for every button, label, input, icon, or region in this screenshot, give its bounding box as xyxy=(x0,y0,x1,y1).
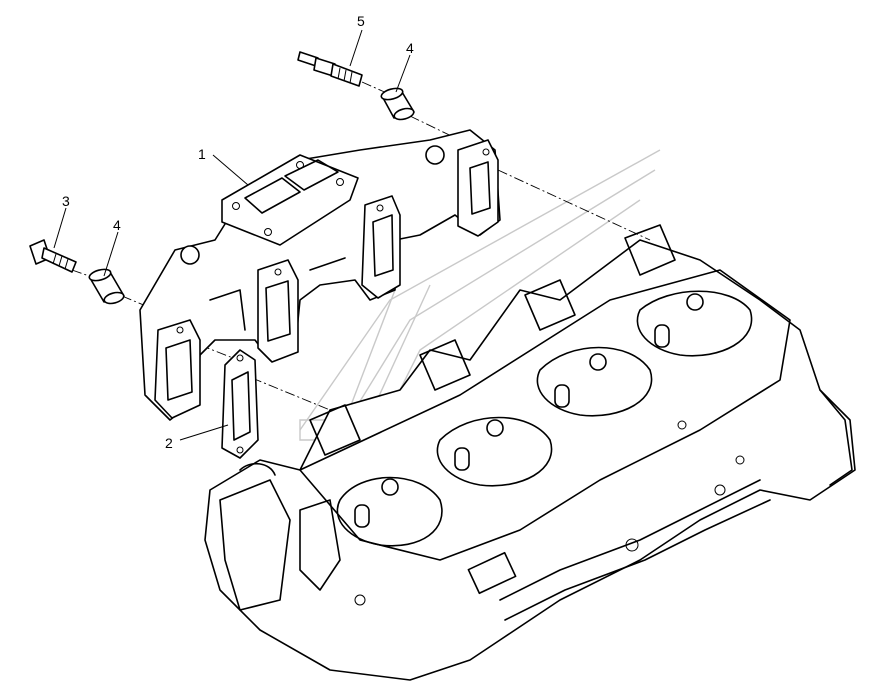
exhaust-manifold xyxy=(139,129,501,421)
cylinder-head xyxy=(204,224,856,681)
callout-4-upper: 4 xyxy=(406,40,414,56)
callout-4-lower: 4 xyxy=(113,217,121,233)
manifold-gasket xyxy=(221,349,259,459)
stud xyxy=(297,51,363,87)
callout-3: 3 xyxy=(62,193,70,209)
callout-2: 2 xyxy=(165,435,173,451)
spacer-sleeve-upper xyxy=(380,87,415,121)
spacer-sleeve-lower xyxy=(88,268,125,305)
leader-lines xyxy=(53,29,411,441)
bolt xyxy=(29,239,77,273)
callout-5: 5 xyxy=(357,13,365,29)
callout-1: 1 xyxy=(198,146,206,162)
